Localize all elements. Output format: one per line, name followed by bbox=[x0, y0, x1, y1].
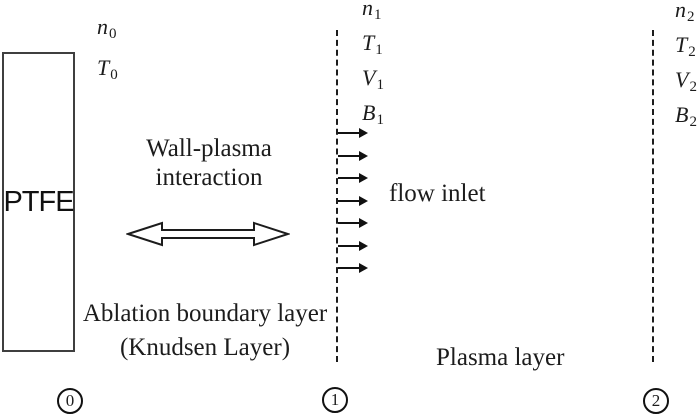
ablation-boundary-line2: (Knudsen Layer) bbox=[119, 334, 291, 361]
station1-marker: 1 bbox=[322, 387, 348, 413]
plasma-layer-label: Plasma layer bbox=[436, 344, 565, 371]
ptfe-block: PTFE bbox=[2, 52, 75, 352]
variable-n1: n1 bbox=[362, 0, 384, 29]
variable-B1: B1 bbox=[362, 99, 384, 134]
station1-variables: n1 T1 V1 B1 bbox=[362, 0, 384, 134]
variable-B2: B2 bbox=[675, 101, 697, 136]
variable-subscript: 2 bbox=[689, 79, 697, 95]
station2-marker: 2 bbox=[643, 388, 669, 414]
flow-arrow-icon bbox=[338, 241, 368, 251]
flow-inlet-label: flow inlet bbox=[389, 180, 486, 207]
station2-boundary-dashed-line bbox=[652, 30, 654, 362]
variable-symbol: B bbox=[362, 100, 376, 125]
variable-n0: n0 bbox=[97, 10, 118, 51]
ptfe-label: PTFE bbox=[3, 185, 74, 218]
flow-arrow-icon bbox=[338, 151, 368, 161]
variable-T1: T1 bbox=[362, 29, 384, 64]
variable-subscript: 2 bbox=[689, 114, 697, 130]
variable-V1: V1 bbox=[362, 64, 384, 99]
variable-symbol: n bbox=[97, 14, 108, 39]
ablation-boundary-layer-label: Ablation boundary layer (Knudsen Layer) bbox=[73, 297, 337, 365]
variable-subscript: 2 bbox=[687, 9, 695, 25]
station2-variables: n2 T2 V2 B2 bbox=[675, 0, 697, 136]
variable-symbol: V bbox=[362, 65, 376, 90]
variable-symbol: n bbox=[675, 0, 686, 22]
station0-marker: 0 bbox=[57, 388, 83, 414]
wall-plasma-interaction-line2: interaction bbox=[155, 164, 263, 191]
variable-T2: T2 bbox=[675, 31, 697, 66]
variable-subscript: 1 bbox=[375, 42, 383, 58]
variable-subscript: 0 bbox=[109, 26, 117, 42]
station0-variables: n0 T0 bbox=[97, 10, 118, 92]
variable-subscript: 1 bbox=[376, 112, 384, 128]
double-headed-arrow-icon bbox=[126, 221, 290, 247]
variable-symbol: T bbox=[362, 30, 375, 55]
variable-symbol: T bbox=[97, 55, 110, 80]
flow-arrow-icon bbox=[338, 196, 368, 206]
variable-subscript: 1 bbox=[374, 7, 382, 23]
variable-T0: T0 bbox=[97, 51, 118, 92]
wall-plasma-interaction-line1: Wall-plasma bbox=[146, 135, 272, 162]
flow-arrow-icon bbox=[338, 128, 368, 138]
variable-subscript: 2 bbox=[688, 44, 696, 60]
flow-arrow-icon bbox=[338, 263, 368, 273]
variable-subscript: 1 bbox=[376, 77, 384, 93]
station1-boundary-dashed-line bbox=[336, 30, 338, 362]
variable-symbol: n bbox=[362, 0, 373, 20]
ablation-boundary-line1: Ablation boundary layer bbox=[82, 300, 328, 327]
variable-symbol: T bbox=[675, 32, 688, 57]
variable-V2: V2 bbox=[675, 66, 697, 101]
variable-symbol: V bbox=[675, 67, 689, 92]
flow-arrow-icon bbox=[338, 173, 368, 183]
wall-plasma-interaction-label: Wall-plasma interaction bbox=[119, 134, 299, 192]
flow-inlet-arrows bbox=[338, 128, 372, 292]
variable-subscript: 0 bbox=[110, 67, 118, 83]
variable-symbol: B bbox=[675, 102, 689, 127]
flow-arrow-icon bbox=[338, 218, 368, 228]
variable-n2: n2 bbox=[675, 0, 697, 31]
